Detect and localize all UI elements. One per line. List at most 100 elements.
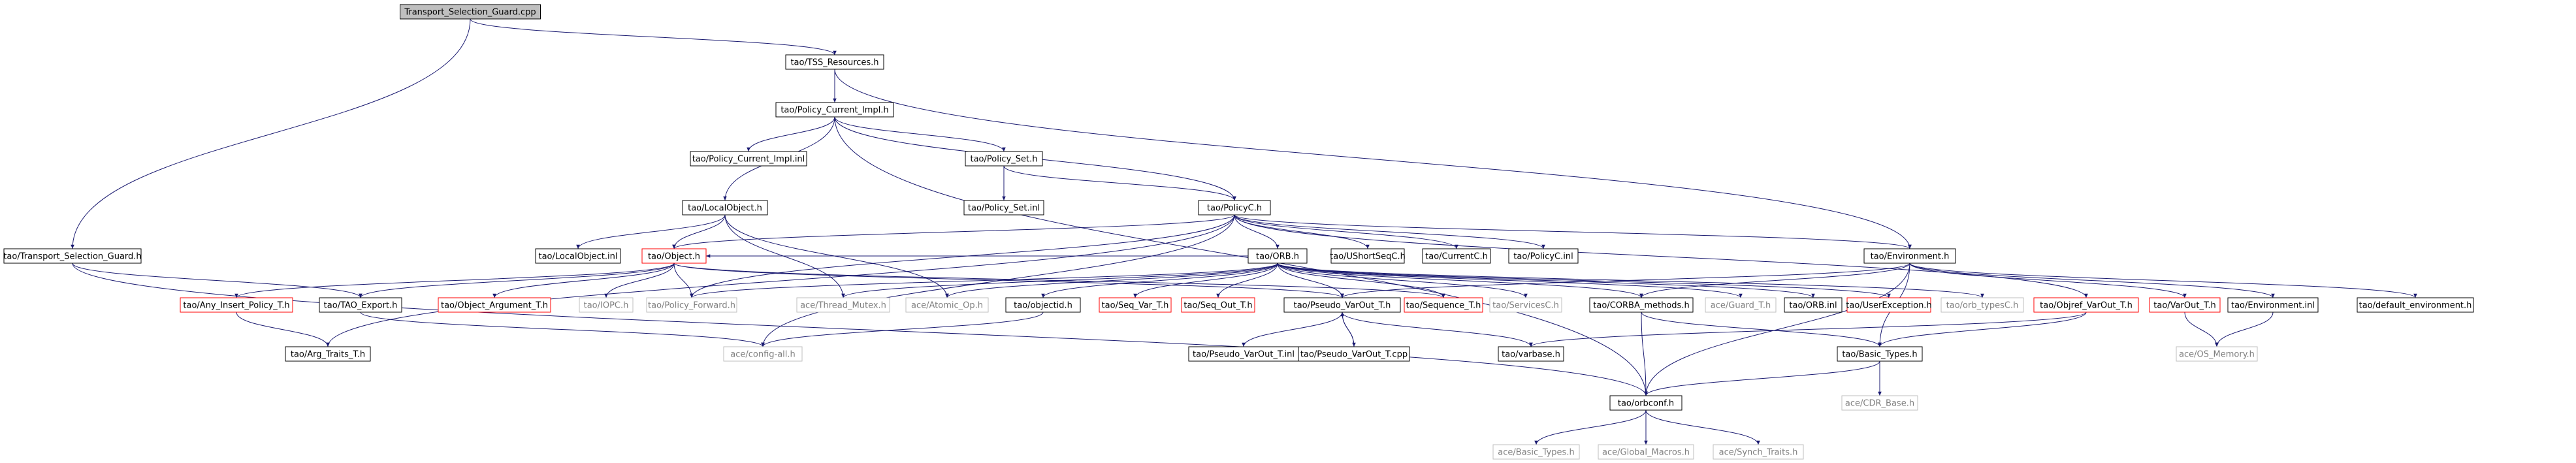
node-env[interactable]: tao/Environment.h — [1863, 248, 1956, 264]
node-box — [2033, 297, 2139, 313]
node-tss[interactable]: tao/TSS_Resources.h — [785, 54, 884, 70]
node-box — [400, 4, 541, 20]
node-varbase[interactable]: tao/varbase.h — [1498, 346, 1564, 362]
node-label: tao/Transport_Selection_Guard.h — [3, 252, 141, 262]
node-box — [1841, 395, 1918, 411]
edge-orb-to-polfwd — [690, 263, 1278, 298]
node-box — [796, 297, 890, 313]
node-box — [905, 297, 989, 313]
node-label: ace/Atomic_Op.h — [911, 301, 983, 311]
edge-layer — [71, 18, 2417, 445]
node-seqT[interactable]: tao/Sequence_T.h — [1404, 297, 1483, 313]
node-label: ace/Guard_T.h — [1711, 301, 1771, 311]
edge-lobj-to-object — [672, 214, 726, 249]
edge-env-to-orbconf — [1644, 263, 1910, 396]
node-pseudocpp[interactable]: tao/Pseudo_VarOut_T.cpp — [1298, 346, 1410, 362]
node-psetinl[interactable]: tao/Policy_Set.inl — [963, 200, 1044, 216]
node-servicesc: tao/ServicesC.h — [1489, 297, 1562, 313]
node-label: ace/OS_Memory.h — [2179, 350, 2255, 360]
node-box — [1099, 297, 1172, 313]
edge-objrefvar-to-varbase — [1529, 311, 2087, 347]
edge-orb-to-seqT — [1277, 263, 1445, 298]
node-currentc[interactable]: tao/CurrentC.h — [1422, 248, 1491, 264]
node-pseudo[interactable]: tao/Pseudo_VarOut_T.h — [1283, 297, 1401, 313]
node-box — [1609, 395, 1682, 411]
node-orbinl[interactable]: tao/ORB.inl — [1784, 297, 1843, 313]
node-label: tao/Seq_Out_T.h — [1183, 301, 1252, 311]
edge-policyc-to-orb — [1234, 214, 1280, 249]
node-userex[interactable]: tao/UserException.h — [1846, 297, 1932, 313]
node-taoexp[interactable]: tao/TAO_Export.h — [319, 297, 402, 313]
node-ushort[interactable]: tao/UShortSeqC.h — [1330, 248, 1406, 264]
node-basictypes[interactable]: tao/Basic_Types.h — [1837, 346, 1923, 362]
node-label: tao/Pseudo_VarOut_T.h — [1294, 301, 1391, 311]
edge-objectid-to-configall — [761, 311, 1044, 347]
edge-env-to-envinl — [1909, 263, 2275, 298]
node-defenv[interactable]: tao/default_environment.h — [2357, 297, 2474, 313]
node-box — [319, 297, 402, 313]
edge-object-to-taoexp — [359, 263, 675, 298]
edge-corbam-to-basictypes — [1641, 311, 1882, 347]
node-label: tao/VarOut_T.h — [2153, 301, 2215, 311]
edge-policyc-to-env — [1234, 214, 1912, 249]
node-seqout[interactable]: tao/Seq_Out_T.h — [1181, 297, 1255, 313]
node-orbconf[interactable]: tao/orbconf.h — [1609, 395, 1682, 411]
node-label: tao/CORBA_methods.h — [1593, 301, 1689, 311]
node-pset[interactable]: tao/Policy_Set.h — [965, 151, 1043, 167]
node-tsg[interactable]: tao/Transport_Selection_Guard.h — [3, 248, 142, 264]
node-policycinl[interactable]: tao/PolicyC.inl — [1508, 248, 1579, 264]
node-objarg[interactable]: tao/Object_Argument_T.h — [438, 297, 551, 313]
node-label: tao/Object_Argument_T.h — [441, 301, 548, 311]
node-label: tao/Pseudo_VarOut_T.inl — [1193, 350, 1295, 360]
node-root[interactable]: Transport_Selection_Guard.cpp — [400, 4, 541, 20]
node-box — [1837, 346, 1923, 362]
node-atomic: ace/Atomic_Op.h — [905, 297, 989, 313]
edge-varout-to-osmem — [2184, 311, 2219, 347]
node-label: tao/Arg_Traits_T.h — [291, 350, 365, 360]
edge-orb-to-userex — [1277, 263, 1891, 298]
node-pciinl[interactable]: tao/Policy_Current_Impl.inl — [690, 151, 807, 167]
node-anyins[interactable]: tao/Any_Insert_Policy_T.h — [180, 297, 293, 313]
node-lobj[interactable]: tao/LocalObject.h — [682, 200, 768, 216]
node-label: tao/Objref_VarOut_T.h — [2040, 301, 2133, 311]
edge-policyc-to-configall — [761, 214, 1235, 347]
edge-object-to-polfwd — [673, 263, 694, 298]
node-objectid[interactable]: tao/objectid.h — [1005, 297, 1081, 313]
node-envinl[interactable]: tao/Environment.inl — [2227, 297, 2319, 313]
node-box — [1784, 297, 1843, 313]
node-label: tao/UShortSeqC.h — [1330, 252, 1406, 262]
node-configall: ace/config-all.h — [723, 346, 803, 362]
node-corbam[interactable]: tao/CORBA_methods.h — [1589, 297, 1694, 313]
node-pseudoinl[interactable]: tao/Pseudo_VarOut_T.inl — [1188, 346, 1299, 362]
node-box — [2176, 346, 2258, 362]
node-label: tao/Policy_Current_Impl.inl — [692, 155, 805, 165]
node-label: tao/Policy_Current_Impl.h — [781, 106, 888, 116]
node-policyc[interactable]: tao/PolicyC.h — [1198, 200, 1271, 216]
node-label: ace/Global_Macros.h — [1602, 448, 1690, 458]
node-argtraits[interactable]: tao/Arg_Traits_T.h — [285, 346, 371, 362]
node-objrefvar[interactable]: tao/Objref_VarOut_T.h — [2033, 297, 2139, 313]
node-box — [1422, 248, 1491, 264]
edge-pci-to-pset — [834, 116, 1006, 152]
node-box — [1005, 297, 1081, 313]
node-label: tao/LocalObject.h — [688, 204, 762, 214]
node-pci[interactable]: tao/Policy_Current_Impl.h — [775, 102, 894, 118]
edge-root-to-tss — [470, 18, 837, 56]
edge-taoexp-to-configall — [360, 311, 765, 347]
node-label: tao/PolicyC.inl — [1513, 252, 1573, 262]
node-seqvar[interactable]: tao/Seq_Var_T.h — [1099, 297, 1172, 313]
node-orb[interactable]: tao/ORB.h — [1248, 248, 1308, 264]
edge-object-to-iopc — [604, 263, 675, 298]
node-lobjinl[interactable]: tao/LocalObject.inl — [535, 248, 621, 264]
node-label: tao/Environment.inl — [2231, 301, 2315, 311]
node-synch: ace/Synch_Traits.h — [1713, 444, 1804, 460]
node-varout[interactable]: tao/VarOut_T.h — [2149, 297, 2221, 313]
node-box — [1492, 444, 1580, 460]
edge-orb-to-objectid — [1041, 263, 1278, 298]
node-label: tao/TAO_Export.h — [324, 301, 398, 311]
node-box — [1404, 297, 1483, 313]
node-object[interactable]: tao/Object.h — [641, 248, 707, 264]
edge-pseudo-to-pseudoinl — [1242, 311, 1343, 347]
node-label: tao/IOPC.h — [584, 301, 629, 311]
node-box — [1181, 297, 1255, 313]
